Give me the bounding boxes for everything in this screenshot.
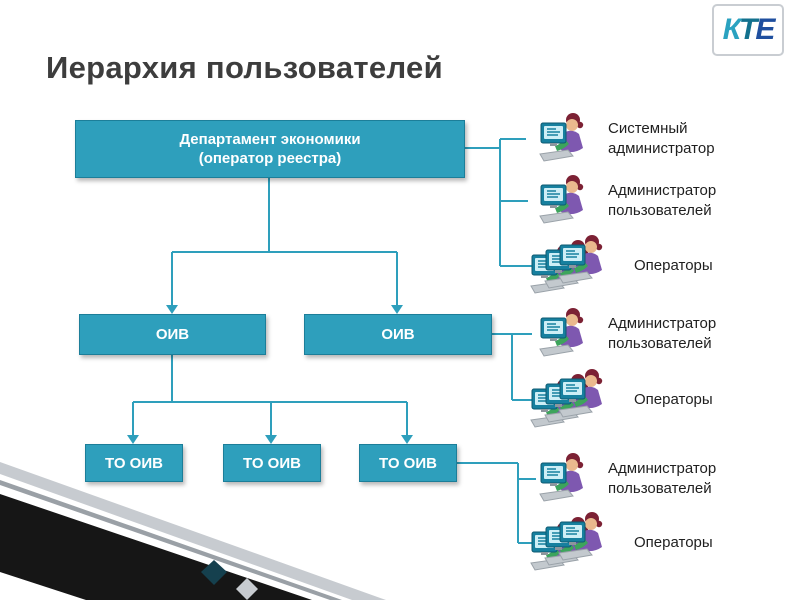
user-computer-icon [558,510,610,566]
node-oiv-left: ОИВ [79,314,266,355]
node-oiv-right: ОИВ [304,314,492,355]
node-oiv-left-label: ОИВ [155,326,190,343]
slide-title: Иерархия пользователей [46,50,443,85]
role-label-system-admin: Системный администратор [608,120,715,157]
user-computer-icon [539,173,591,229]
user-computer-group-icon [530,367,614,433]
role-operators-3: Операторы [522,505,794,581]
node-to-oiv-3: ТО ОИВ [359,444,457,482]
user-computer-icon [558,367,610,423]
role-label-user-admin-1: Администратор пользователей [608,182,717,219]
icon-wrap [522,173,608,229]
user-computer-icon-art [558,369,603,418]
user-computer-icon-art [558,512,603,561]
role-label-user-admin-2: Администратор пользователей [608,315,717,352]
user-computer-group-icon [530,233,614,299]
user-computer-icon [558,233,610,289]
kte-logo: К Т Е [712,4,784,56]
icon-wrap [522,306,608,362]
user-computer-icon-art [539,175,584,224]
node-department-line1: Департамент экономики [179,131,361,148]
logo-letter-t: Т [739,13,757,46]
logo-letter-e: Е [755,13,775,46]
role-operators-2: Операторы [522,362,794,438]
role-label-operators-3: Операторы [634,534,713,551]
node-to-oiv-1-label: ТО ОИВ [105,454,163,472]
role-label-operators-2: Операторы [634,391,713,408]
icon-wrap [522,510,622,576]
role-label-user-admin-3: Администратор пользователей [608,460,717,497]
role-user-admin-1: Администратор пользователей [522,170,794,232]
role-operators-1: Операторы [522,228,794,304]
user-computer-icon-art [539,308,584,357]
role-user-admin-3: Администратор пользователей [522,448,794,510]
user-computer-icon-art [539,113,584,162]
user-computer-icon-art [558,235,603,284]
role-label-operators-1: Операторы [634,257,713,274]
role-user-admin-2: Администратор пользователей [522,303,794,365]
role-system-admin: Системный администратор [522,108,794,170]
node-to-oiv-2-label: ТО ОИВ [243,454,301,472]
user-computer-icon [539,111,591,167]
user-computer-icon-art [539,453,584,502]
user-computer-group-icon [530,510,614,576]
node-oiv-right-label: ОИВ [381,326,415,343]
corner-decoration [0,462,386,600]
user-computer-icon [539,451,591,507]
node-to-oiv-1: ТО ОИВ [85,444,183,482]
node-to-oiv-3-label: ТО ОИВ [379,454,437,472]
node-department-economics: Департамент экономики (оператор реестра) [75,120,465,178]
icon-wrap [522,233,622,299]
icon-wrap [522,451,608,507]
logo-letter-k: К [722,13,742,46]
user-computer-icon [539,306,591,362]
icon-wrap [522,367,622,433]
node-department-line2: (оператор реестра) [198,150,342,167]
icon-wrap [522,111,608,167]
node-to-oiv-2: ТО ОИВ [223,444,321,482]
